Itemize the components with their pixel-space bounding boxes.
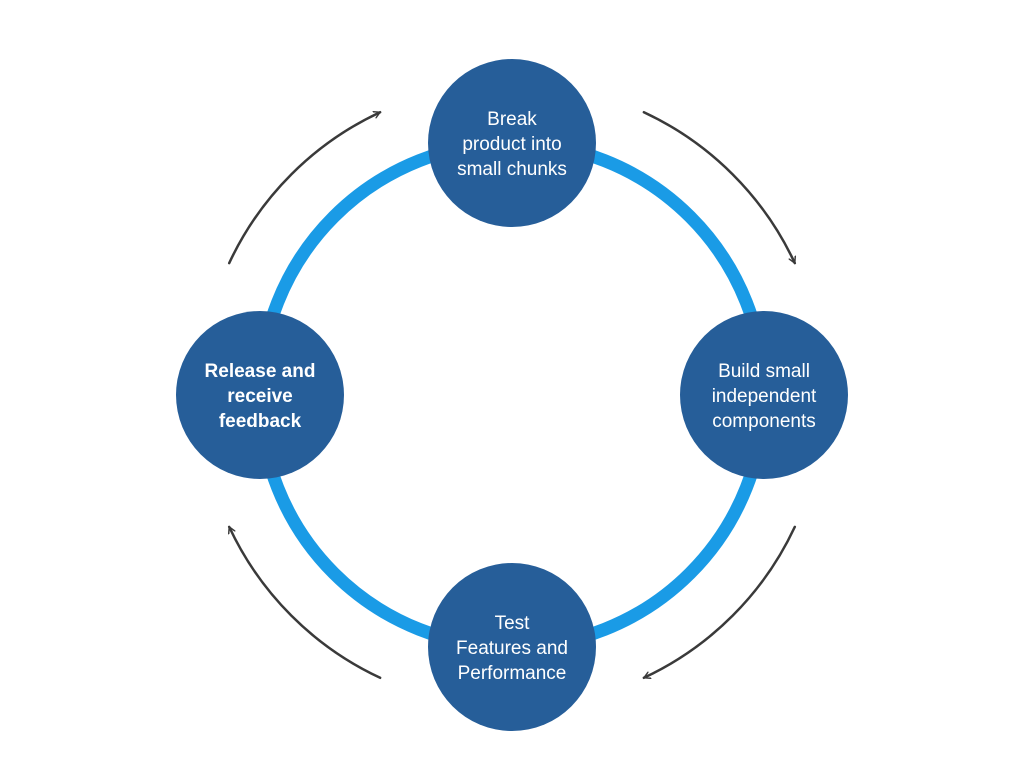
- arrow-break-product-to-build-components: [642, 110, 797, 265]
- node-circle: [428, 59, 596, 227]
- node-label-line: receive: [227, 386, 293, 407]
- node-label-line: feedback: [219, 411, 302, 432]
- cycle-arrows: [227, 110, 797, 680]
- node-label-line: Features and: [456, 638, 568, 659]
- arrow-test-features-to-release-feedback: [227, 525, 382, 680]
- arrow-build-components-to-test-features: [642, 525, 797, 680]
- node-label-line: Test: [495, 613, 531, 634]
- arrow-release-feedback-to-break-product: [227, 110, 382, 265]
- node-release-feedback: Release and receive feedback: [176, 311, 344, 479]
- node-label-line: Performance: [458, 663, 567, 684]
- node-break-product: Break product into small chunks: [428, 59, 596, 227]
- node-circle: [428, 563, 596, 731]
- node-label-line: components: [712, 411, 816, 432]
- node-label-line: independent: [712, 386, 817, 407]
- node-label-line: Break: [487, 109, 537, 130]
- node-build-components: Build small independent components: [680, 311, 848, 479]
- node-label-line: Build small: [718, 361, 810, 382]
- node-label-line: small chunks: [457, 159, 567, 180]
- node-label-line: Release and: [205, 361, 316, 382]
- node-circle: [680, 311, 848, 479]
- node-circle: [176, 311, 344, 479]
- node-label-line: product into: [462, 134, 561, 155]
